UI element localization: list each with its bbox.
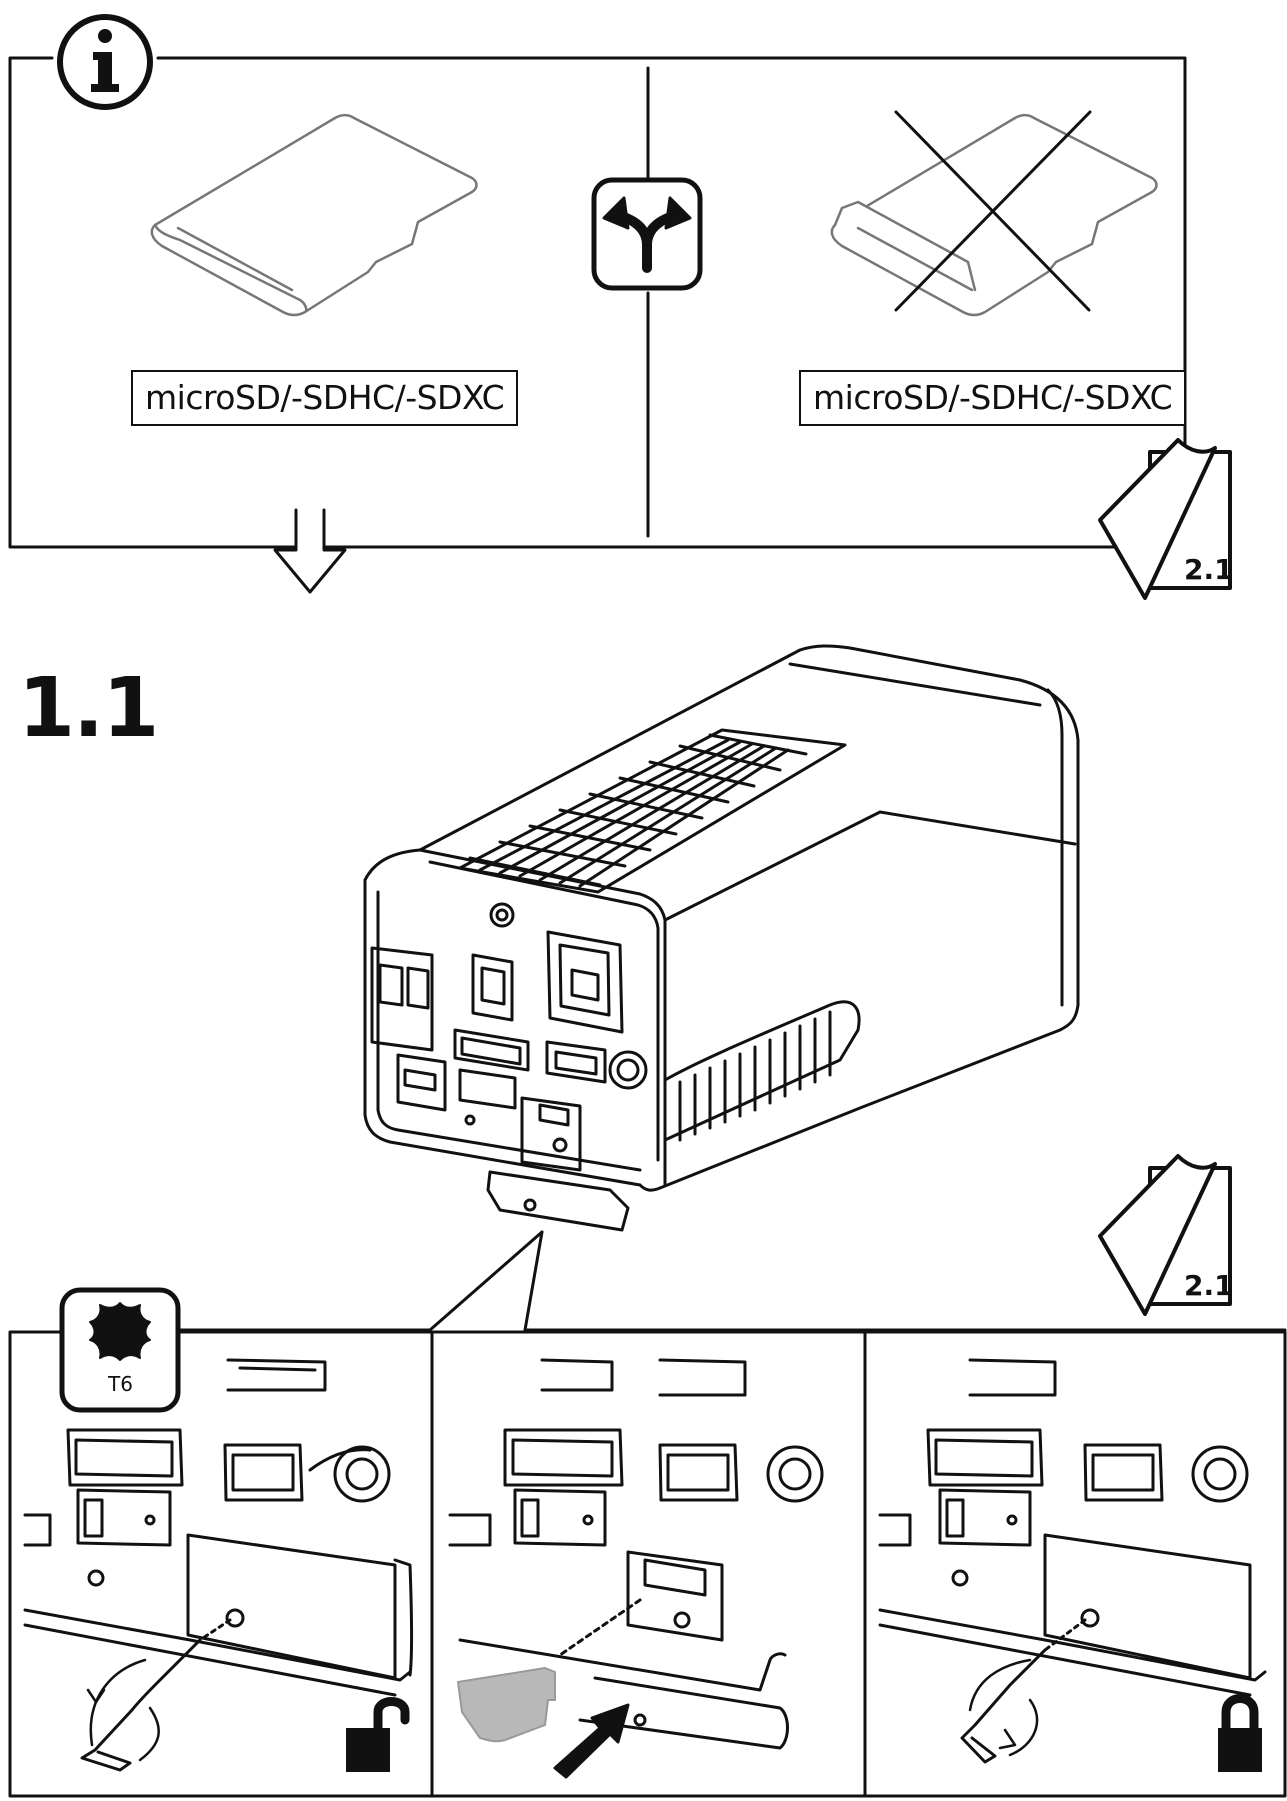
- page-turn-icon: [1098, 438, 1232, 600]
- info-panel-frame: [8, 56, 1187, 549]
- lock-icon: [1218, 1694, 1262, 1772]
- down-arrow-icon: [273, 508, 347, 594]
- microsd-card-crossed: [830, 110, 1158, 317]
- card-label-supported: microSD/-SDHC/-SDXC: [131, 370, 519, 426]
- detail-panel-3: [878, 1358, 1267, 1764]
- tool-size-label: T6: [108, 1372, 133, 1396]
- bottom-panels-frame: [8, 1330, 1287, 1798]
- page-turn-icon: [1098, 1154, 1232, 1316]
- info-icon: [57, 14, 153, 110]
- fork-arrow-icon: [591, 177, 703, 291]
- detail-panel-1: [23, 1358, 413, 1772]
- torx-bit-icon: [59, 1287, 181, 1413]
- camera-body: [363, 644, 1080, 1232]
- unlock-icon: [346, 1697, 410, 1772]
- step-number: 1.1: [18, 661, 159, 756]
- page-ref-top: 2.1: [1184, 553, 1234, 586]
- page-ref-bottom: 2.1: [1184, 1269, 1234, 1302]
- detail-panel-2: [448, 1358, 824, 1779]
- microsd-card-correct: [150, 113, 478, 317]
- callout-lines: [93, 1230, 1287, 1332]
- card-label-unsupported: microSD/-SDHC/-SDXC: [799, 370, 1187, 426]
